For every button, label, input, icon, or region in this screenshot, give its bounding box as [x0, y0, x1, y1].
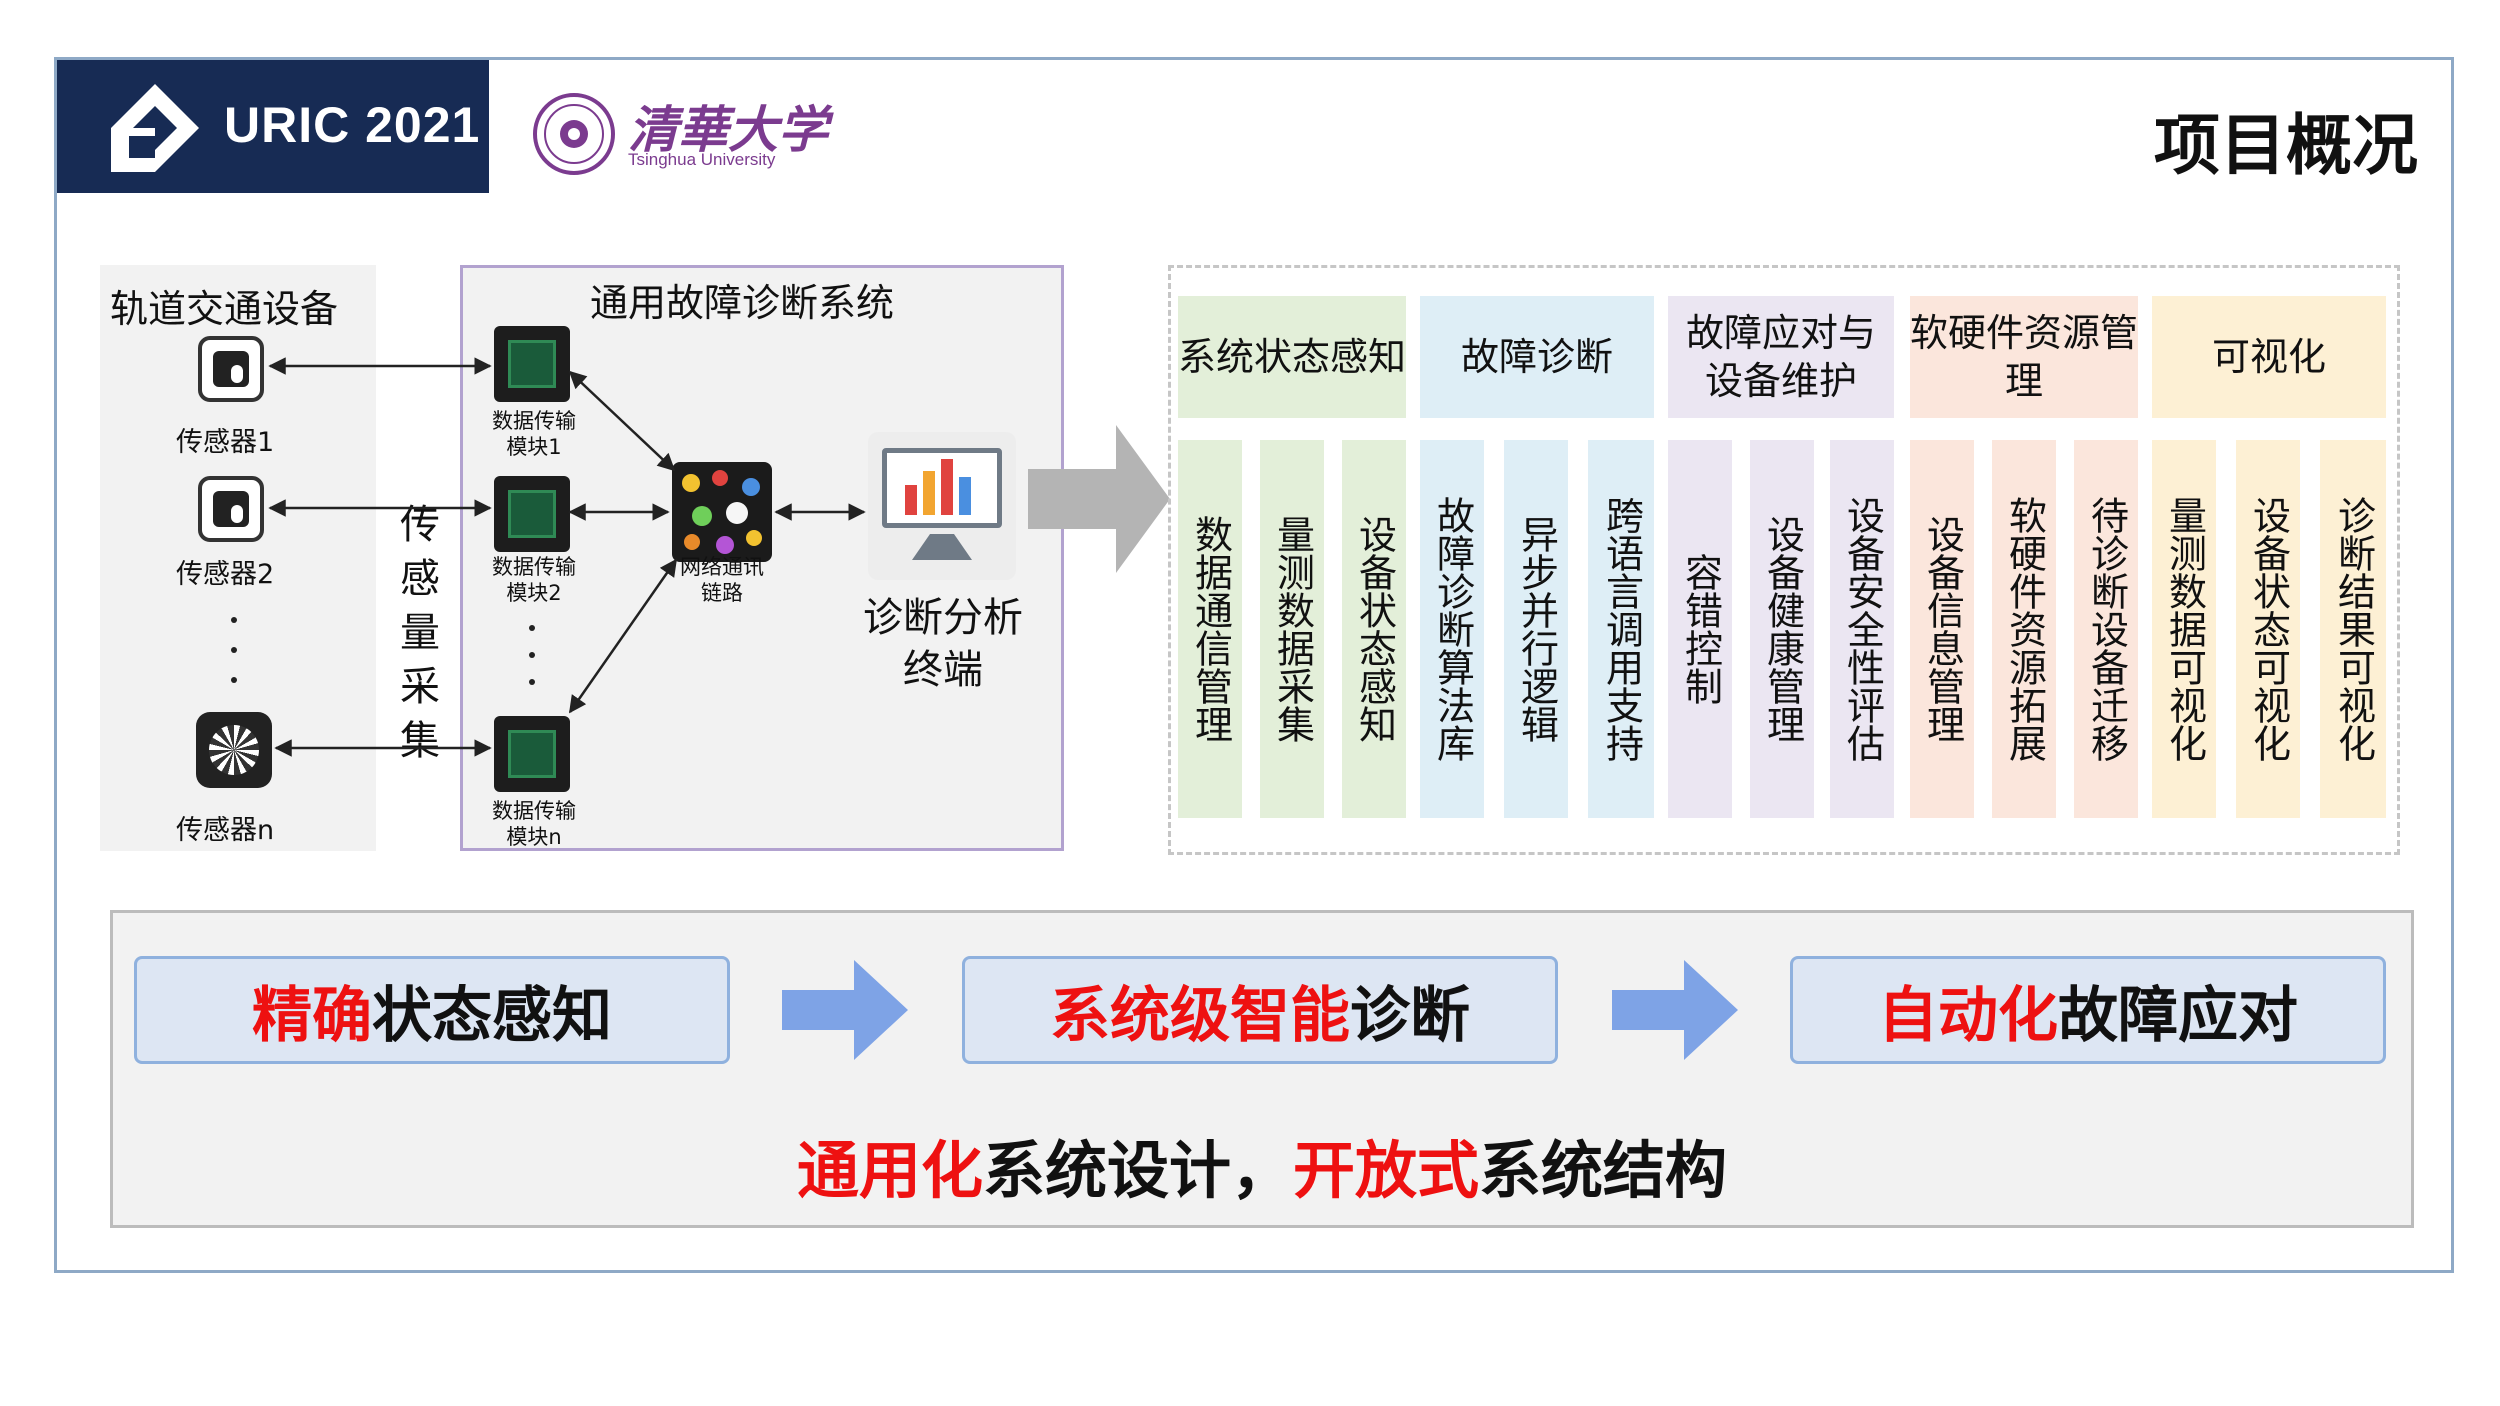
function-item: 软硬件资源拓展 [1992, 440, 2056, 818]
ellipsis-dots-icon [231, 617, 237, 683]
function-item: 待诊断设备迁移 [2074, 440, 2138, 818]
function-item: 设备安全性评估 [1830, 440, 1894, 818]
chevron-right-icon [1612, 960, 1738, 1060]
function-item: 设备状态感知 [1342, 440, 1406, 818]
category-fault-diagnosis: 故障诊断 [1420, 296, 1654, 418]
uric-logo-icon [111, 84, 199, 172]
function-item: 设备信息管理 [1910, 440, 1974, 818]
sensor-n-label: 传感器n [176, 815, 275, 846]
chevron-right-icon [782, 960, 908, 1060]
step-highlight: 精确 [252, 980, 372, 1051]
function-item: 故障诊断算法库 [1420, 440, 1484, 818]
system-panel-title: 通用故障诊断系统 [590, 281, 895, 325]
function-module-group [1168, 265, 2400, 855]
step-precise-awareness: 精确状态感知 [134, 956, 730, 1064]
summary-statement: 通用化系统设计，开放式系统结构 [110, 1120, 2414, 1210]
summary-text-1: 系统设计， [982, 1134, 1293, 1207]
flow-arrow-icon [1028, 425, 1170, 573]
sensor-2-icon [198, 476, 264, 542]
rail-panel-title: 轨道交通设备 [110, 287, 339, 331]
connection-lines [268, 357, 866, 757]
sensor-n-icon [196, 712, 272, 788]
step-text: 诊断 [1350, 980, 1470, 1051]
function-item: 容错控制 [1668, 440, 1732, 818]
function-item: 异步并行逻辑 [1504, 440, 1568, 818]
module-n-chip-icon [494, 716, 570, 792]
module-n-label: 数据传输模块n [492, 799, 576, 849]
category-visualization: 可视化 [2152, 296, 2386, 418]
category-fault-response: 故障应对与设备维护 [1668, 296, 1894, 418]
step-intelligent-diagnosis: 系统级智能诊断 [962, 956, 1558, 1064]
step-text: 状态感知 [372, 980, 612, 1051]
page-title: 项目概况 [2154, 107, 2418, 184]
function-item: 设备健康管理 [1750, 440, 1814, 818]
summary-highlight-2: 开放式 [1293, 1134, 1480, 1207]
summary-highlight-1: 通用化 [796, 1134, 983, 1207]
module-2-chip-icon [494, 476, 570, 552]
step-automated-response: 自动化故障应对 [1790, 956, 2386, 1064]
function-item: 跨语言调用支持 [1588, 440, 1654, 818]
module-1-chip-icon [494, 326, 570, 402]
step-highlight: 系统级智能 [1050, 980, 1350, 1051]
function-item: 量测数据可视化 [2152, 440, 2216, 818]
function-item: 诊断结果可视化 [2320, 440, 2386, 818]
tsinghua-seal-icon [533, 93, 615, 175]
category-resource-management: 软硬件资源管理 [1910, 296, 2138, 418]
uric-logo [57, 60, 489, 193]
sensor-2-label: 传感器2 [176, 559, 275, 590]
function-item: 量测数据采集 [1260, 440, 1324, 818]
step-text: 故障应对 [2058, 980, 2298, 1051]
sensor-1-icon [198, 336, 264, 402]
module-2-label: 数据传输模块2 [492, 555, 576, 605]
slide-frame [54, 57, 2454, 1273]
sensor-1-label: 传感器1 [176, 427, 275, 458]
logo-text: URIC 2021 [224, 97, 481, 153]
function-item: 数据通信管理 [1178, 440, 1242, 818]
category-state-awareness: 系统状态感知 [1178, 296, 1406, 418]
network-icon [672, 462, 772, 562]
summary-text-2: 系统结构 [1479, 1134, 1728, 1207]
terminal-monitor-icon [868, 432, 1016, 580]
step-highlight: 自动化 [1878, 980, 2058, 1051]
university-name-cn: 清華大学 [628, 100, 828, 159]
ellipsis-dots-icon [529, 625, 535, 685]
network-label: 网络通讯链路 [680, 555, 764, 605]
university-name-en: Tsinghua University [628, 150, 776, 169]
function-item: 设备状态可视化 [2236, 440, 2300, 818]
module-1-label: 数据传输模块1 [492, 409, 576, 459]
terminal-label: 诊断分析终端 [863, 595, 1023, 693]
